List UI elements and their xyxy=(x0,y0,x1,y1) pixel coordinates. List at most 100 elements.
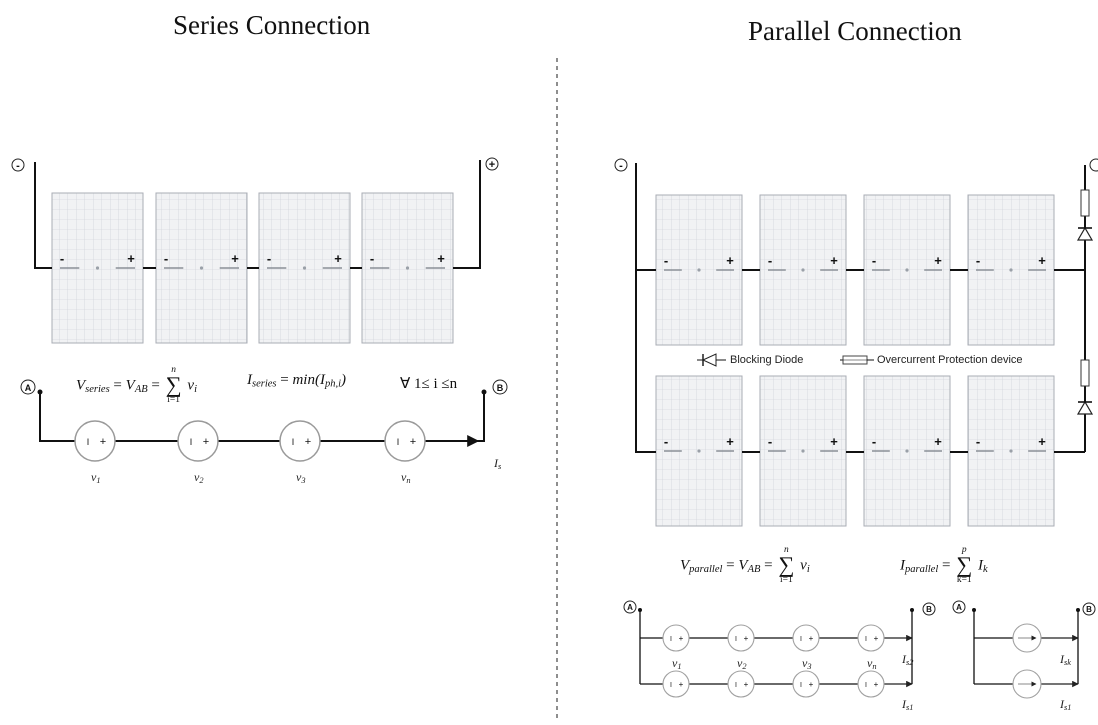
panel-minus-label: - xyxy=(267,251,271,266)
equals-sign-2: = xyxy=(151,377,160,394)
v-ab-symbol-2: V xyxy=(738,557,748,574)
par-source-label-4: vn xyxy=(867,656,877,671)
v-series-symbol: V xyxy=(76,377,86,394)
panel-minus-label: - xyxy=(164,251,168,266)
series-source-label-3: v3 xyxy=(296,470,306,485)
source-minus-mark: I xyxy=(865,636,867,643)
sum-lower-limit-2: i=1 xyxy=(780,574,793,585)
cs-current-is1: Is1 xyxy=(1060,697,1071,712)
panel-minus-label: - xyxy=(664,253,668,268)
panel-center-dot xyxy=(801,449,805,453)
parallel-bottom-panel-3: -+ xyxy=(863,375,951,527)
series-source-2 xyxy=(177,420,219,462)
sum-upper-limit-2: n xyxy=(784,545,789,556)
panel-center-dot xyxy=(95,266,100,270)
parallel-title: Parallel Connection xyxy=(748,16,962,46)
sum-lower-limit: i=1 xyxy=(167,394,180,405)
series-eq-right-up xyxy=(478,392,485,442)
series-panel-3: -+ xyxy=(258,192,351,344)
par-current-is2-main: I xyxy=(902,652,906,666)
node-b-dot xyxy=(481,389,487,395)
source-plus-mark: + xyxy=(744,634,749,643)
par-eq-source-r2-3 xyxy=(792,670,820,698)
source-minus-mark: I xyxy=(800,636,802,643)
par-source-label-4-main: v xyxy=(867,656,873,670)
parallel-neg-terminal-label: - xyxy=(619,160,623,172)
cs-node-b-dot xyxy=(1076,608,1080,612)
v-i-subscript: i xyxy=(194,383,197,395)
par-source-label-3-main: v xyxy=(802,656,808,670)
min-close: ) xyxy=(341,372,347,388)
parallel-top-panel-4: -+ xyxy=(967,194,1055,346)
v-ab-subscript: AB xyxy=(134,383,148,395)
series-panel-1: -+ xyxy=(51,192,144,344)
cs-current-is1-main: I xyxy=(1060,697,1064,711)
source-minus-mark: I xyxy=(670,682,672,689)
panel-center-dot xyxy=(697,268,701,272)
par-node-b-label: B xyxy=(926,605,932,614)
i-parallel-subscript: parallel xyxy=(905,563,939,575)
panel-minus-label: - xyxy=(872,253,876,268)
panel-plus-label: + xyxy=(1038,434,1046,449)
source-plus-mark: + xyxy=(679,680,684,689)
par-source-label-1: v1 xyxy=(672,656,682,671)
source-minus-mark: I xyxy=(87,437,90,447)
node-a-label: A xyxy=(25,383,32,393)
par-current-is1-sub: s1 xyxy=(906,703,914,713)
series-source-label-1-sub: 1 xyxy=(96,476,101,486)
cs-current-is1-sub: s1 xyxy=(1064,703,1072,713)
v-i-symbol: v xyxy=(187,377,195,394)
diode-triangle xyxy=(1076,226,1094,241)
panel-plus-label: + xyxy=(437,251,445,266)
panel-plus-label: + xyxy=(934,253,942,268)
parallel-diode-bottom xyxy=(1076,400,1094,415)
series-current-label-sub: s xyxy=(498,462,502,472)
par-eq-source-r1-4 xyxy=(857,624,885,652)
par-source-label-2-main: v xyxy=(737,656,743,670)
par-source-label-2-sub: 2 xyxy=(742,662,747,672)
equals-sign-3: = xyxy=(280,372,289,388)
par-current-is2: Is2 xyxy=(902,652,913,667)
series-source-label-4: vn xyxy=(401,470,411,485)
panel-center-dot xyxy=(1009,449,1013,453)
parallel-bottom-panel-4: -+ xyxy=(967,375,1055,527)
source-minus-mark: I xyxy=(735,682,737,689)
series-pos-terminal-label: + xyxy=(489,159,495,171)
par-eq-source-r2-1 xyxy=(662,670,690,698)
legend-diode-icon xyxy=(697,353,726,367)
parallel-bottom-panel-2: -+ xyxy=(759,375,847,527)
panel-minus-label: - xyxy=(976,253,980,268)
cs-node-b-icon xyxy=(1082,602,1096,616)
parallel-top-panel-3: -+ xyxy=(863,194,951,346)
v-parallel-subscript: parallel xyxy=(689,563,723,575)
legend-fuse-icon xyxy=(840,355,874,365)
panel-center-dot xyxy=(697,449,701,453)
node-a-icon xyxy=(20,379,36,395)
series-source-3 xyxy=(279,420,321,462)
source-plus-mark: + xyxy=(679,634,684,643)
panel-minus-label: - xyxy=(768,253,772,268)
source-minus-mark: I xyxy=(670,636,672,643)
par-current-is1-main: I xyxy=(902,697,906,711)
series-source-label-2-main: v xyxy=(194,470,200,484)
series-source-label-1: v1 xyxy=(91,470,101,485)
i-k-subscript: k xyxy=(983,563,988,575)
v-parallel-symbol: V xyxy=(680,557,690,574)
panel-plus-label: + xyxy=(726,434,734,449)
i-series-symbol: I xyxy=(247,372,252,388)
series-current-formula: Iseries = min(Iph,i) xyxy=(247,372,346,390)
par-source-label-1-sub: 1 xyxy=(677,662,682,672)
solar-panels: -+-+-+-+-+-+-+-+-+-+-+-+ xyxy=(51,192,1055,527)
source-minus-mark: I xyxy=(397,437,400,447)
source-minus-mark: I xyxy=(800,682,802,689)
panel-minus-label: - xyxy=(370,251,374,266)
equals-sign-5: = xyxy=(764,557,773,574)
node-a-dot xyxy=(37,389,43,395)
parallel-top-panel-2: -+ xyxy=(759,194,847,346)
source-plus-mark: + xyxy=(100,436,106,448)
par-node-a-icon xyxy=(623,600,637,614)
